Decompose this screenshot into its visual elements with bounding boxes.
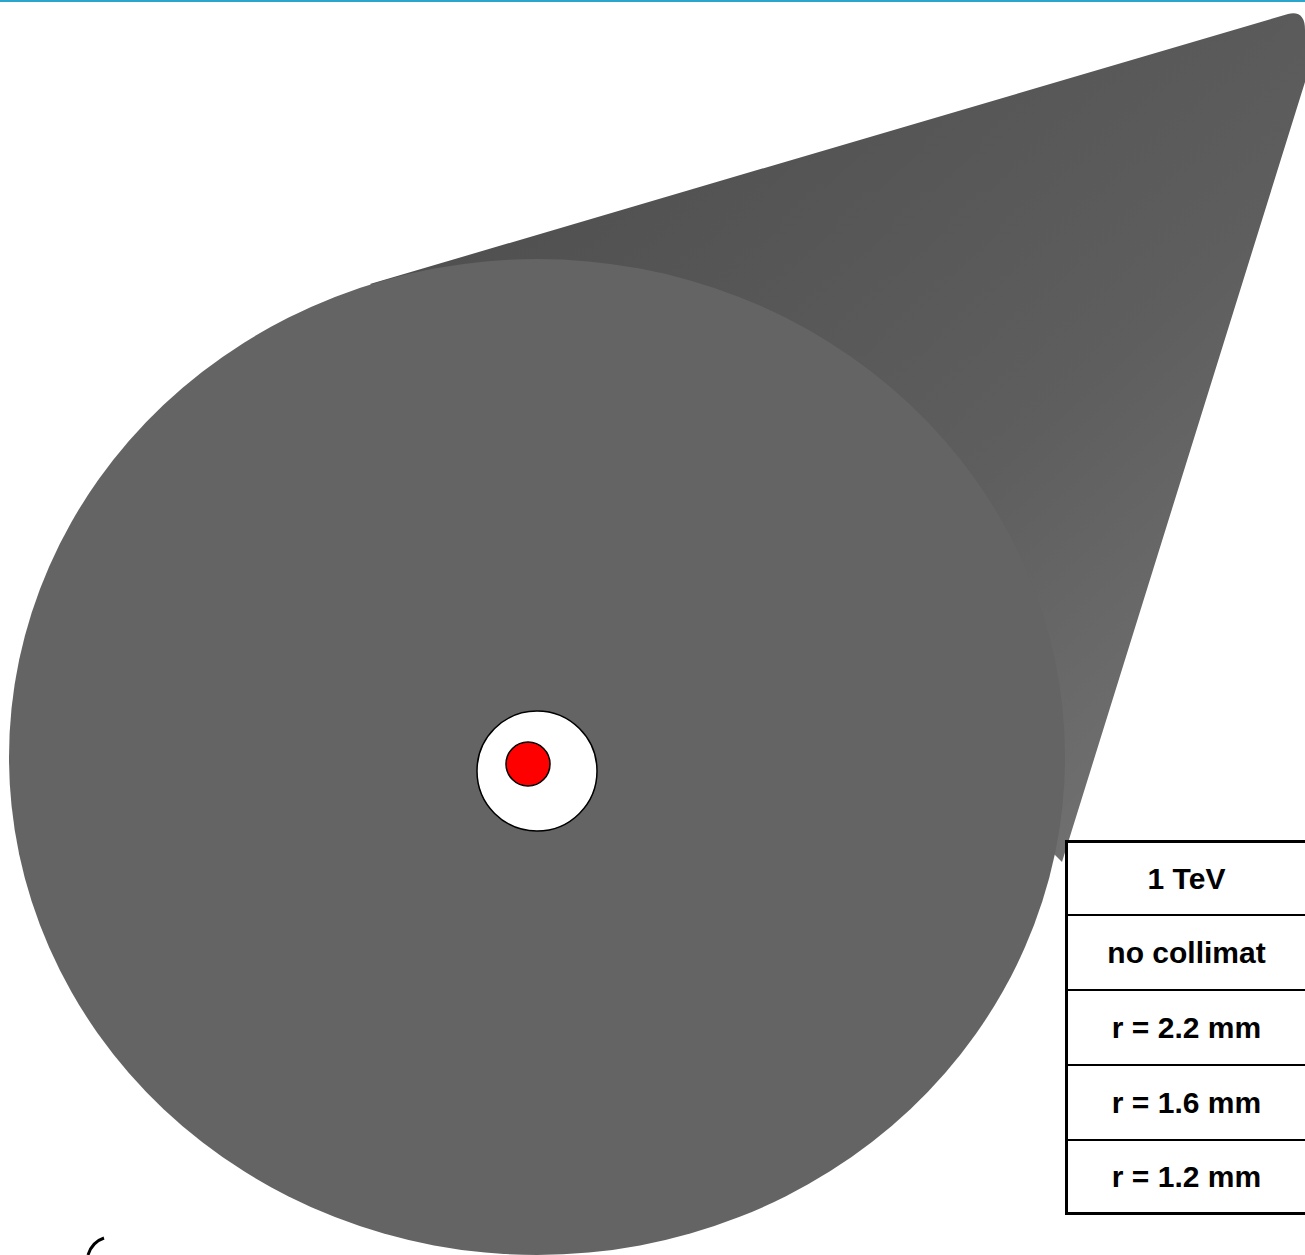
beam-spot: [506, 742, 550, 786]
result-table: 1 TeVno collimatr = 2.2 mmr = 1.6 mmr = …: [1065, 840, 1305, 1215]
collimator-aperture: [477, 711, 597, 831]
table-cell: no collimat: [1065, 915, 1305, 990]
table-cell: r = 2.2 mm: [1065, 990, 1305, 1065]
top-rule: [0, 0, 1305, 2]
cylinder-face: [9, 259, 1065, 1255]
logo-fragment: [88, 1238, 104, 1255]
table-cell: r = 1.6 mm: [1065, 1065, 1305, 1140]
table-cell: 1 TeV: [1065, 840, 1305, 915]
table-cell: r = 1.2 mm: [1065, 1140, 1305, 1215]
